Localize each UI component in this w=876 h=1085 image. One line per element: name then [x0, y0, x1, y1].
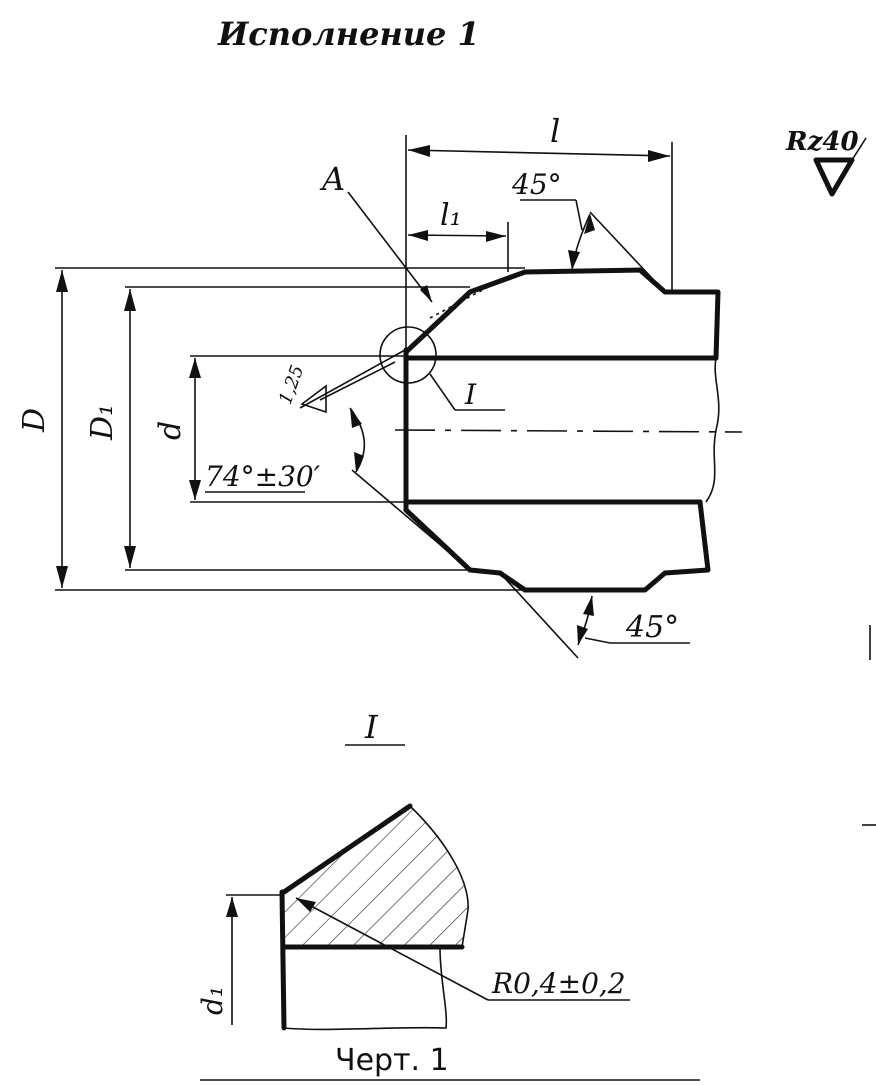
- label-l: l: [550, 112, 560, 150]
- label-D1: D₁: [85, 404, 120, 441]
- label-A: A: [319, 160, 345, 198]
- surface-finish-symbol: Rz40: [785, 127, 867, 197]
- lower-wall-section: [403, 499, 711, 593]
- figure-caption: Черт. 1: [335, 1043, 449, 1078]
- detail-title: I: [364, 708, 379, 746]
- detail-view: [279, 803, 469, 1031]
- label-radius: R0,4±0,2: [491, 967, 626, 1000]
- break-line: [705, 357, 720, 503]
- detail-circle: [379, 326, 437, 384]
- label-d1: d₁: [196, 986, 229, 1015]
- view-title: Исполнение 1: [217, 15, 480, 53]
- label-d: d: [153, 421, 188, 440]
- label-angle-top: 45°: [511, 168, 562, 201]
- label-l1: l₁: [440, 198, 462, 233]
- label-D: D: [17, 408, 52, 433]
- label-view-marker: I: [464, 378, 477, 411]
- label-cone-angle: 74°±30′: [205, 460, 321, 493]
- center-line: [394, 429, 743, 433]
- label-angle-bottom: 45°: [625, 610, 679, 645]
- surface-finish-label: Rz40: [785, 127, 859, 157]
- label-roughness-local: 1,25: [275, 363, 308, 408]
- dimension-l: [407, 149, 671, 157]
